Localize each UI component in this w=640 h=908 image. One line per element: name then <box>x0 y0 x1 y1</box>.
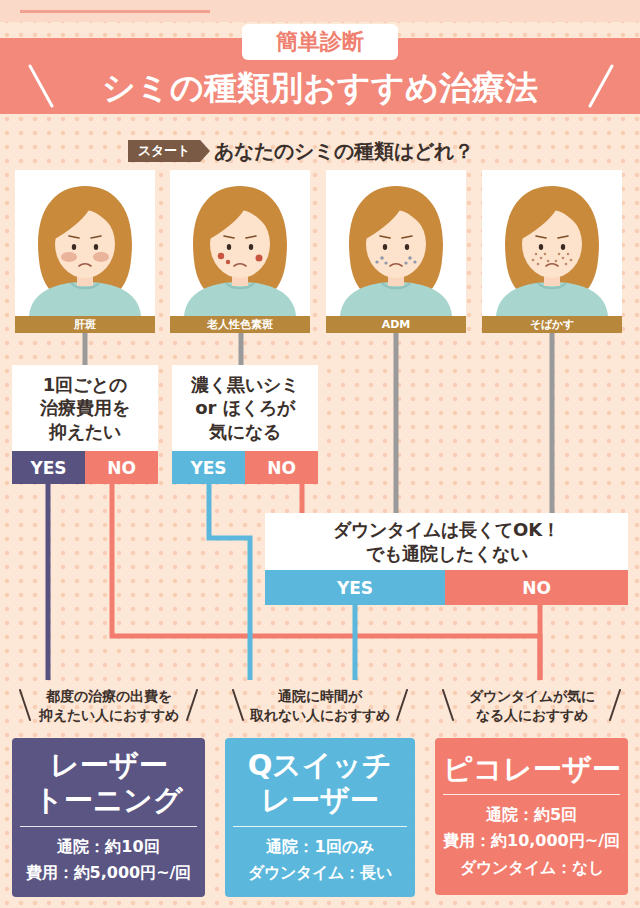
decision-box: 濃く黒いシミ or ほくろが 気になる YES NO <box>172 365 318 484</box>
answer-text: YES <box>30 458 66 478</box>
type-card: 肝斑 <box>15 170 155 333</box>
treatment-info: 費用：約10,000円~/回 <box>443 828 620 854</box>
recommend-note: ダウンタイムが気に なる人におすすめ <box>456 680 608 732</box>
treatment-info: 費用：約5,000円~/回 <box>20 860 197 886</box>
treatment-name: Qスイッチ レーザー <box>233 748 407 827</box>
type-label: そばかす <box>482 316 622 333</box>
flow-line <box>538 605 543 680</box>
flow-line <box>46 484 51 680</box>
recommend-note: 通院に時間が 取れない人におすすめ <box>244 680 396 732</box>
treatment-info: 通院：約5回 <box>443 802 620 828</box>
type-card: ADM <box>326 170 466 333</box>
answer-text: NO <box>107 458 136 478</box>
badge-label: 簡単診断 <box>242 24 398 60</box>
answer-bar: NO <box>445 570 628 605</box>
treatment-panel: ピコレーザー通院：約5回費用：約10,000円~/回ダウンタイム：なし <box>435 738 628 895</box>
answer-bar: NO <box>245 451 318 484</box>
question-text: 1回ごとの 治療費用を 抑えたい <box>12 365 158 451</box>
flow-line <box>83 333 88 365</box>
treatment-info: 通院：約10回 <box>20 834 197 860</box>
type-card: そばかす <box>482 170 622 333</box>
answer-text: NO <box>522 578 551 598</box>
type-label: ADM <box>326 316 466 333</box>
question-text: ダウンタイムは長くてOK！ でも通院したくない <box>265 513 628 570</box>
treatment-info: ダウンタイム：なし <box>443 855 620 881</box>
treatment-info: 通院：1回のみ <box>233 834 407 860</box>
type-label: 老人性色素斑 <box>170 316 310 333</box>
treatment-box: 都度の治療の出費を 抑えたい人におすすめレーザー トーニング通院：約10回費用：… <box>12 680 205 897</box>
start-tag: スタート <box>128 140 210 162</box>
flow-line <box>353 605 358 680</box>
answer-text: YES <box>190 458 226 478</box>
treatment-box: ダウンタイムが気に なる人におすすめピコレーザー通院：約5回費用：約10,000… <box>435 680 628 895</box>
treatment-panel: レーザー トーニング通院：約10回費用：約5,000円~/回 <box>12 738 205 897</box>
type-label: 肝斑 <box>15 316 155 333</box>
flow-line <box>209 484 250 680</box>
flow-line <box>300 484 305 513</box>
recommend-note: 都度の治療の出費を 抑えたい人におすすめ <box>33 680 185 732</box>
flow-line <box>239 333 244 365</box>
answer-bar: YES <box>172 451 245 484</box>
type-card: 老人性色素斑 <box>170 170 310 333</box>
decision-box: 1回ごとの 治療費用を 抑えたい YES NO <box>12 365 158 484</box>
answer-bar: YES <box>265 570 445 605</box>
diagram-title: シミの種類別おすすめ治療法 <box>60 66 580 110</box>
question-text: 濃く黒いシミ or ほくろが 気になる <box>172 365 318 451</box>
flow-line <box>394 333 399 513</box>
flow-line <box>550 333 555 513</box>
answer-bar: YES <box>12 451 85 484</box>
treatment-name: ピコレーザー <box>443 752 620 795</box>
treatment-info: ダウンタイム：長い <box>233 860 407 886</box>
treatment-name: レーザー トーニング <box>20 748 197 827</box>
answer-bar: NO <box>85 451 158 484</box>
question-heading: あなたのシミの種類はどれ？ <box>214 137 474 165</box>
answer-text: NO <box>267 458 296 478</box>
decision-box: ダウンタイムは長くてOK！ でも通院したくない YES NO <box>265 513 628 605</box>
answer-text: YES <box>337 578 373 598</box>
treatment-box: 通院に時間が 取れない人におすすめ Qスイッチ レーザー通院：1回のみダウンタイム… <box>225 680 415 897</box>
treatment-panel: Qスイッチ レーザー通院：1回のみダウンタイム：長い <box>225 738 415 897</box>
